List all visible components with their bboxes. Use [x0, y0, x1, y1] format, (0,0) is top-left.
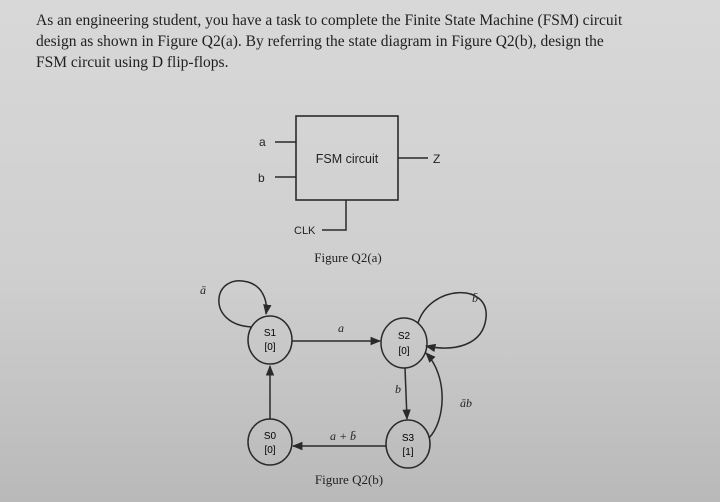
transition-s3-s2	[425, 352, 443, 439]
fsm-circuit-label: FSM circuit	[316, 152, 379, 166]
state-s3	[385, 419, 431, 469]
figure-q2b-caption: Figure Q2(b)	[315, 472, 383, 487]
state-s0	[247, 418, 293, 466]
input-a-label: a	[259, 135, 266, 149]
output-z-label: Z	[433, 152, 440, 166]
transition-s2-s3	[402, 367, 411, 421]
state-s0-name: S0	[264, 431, 277, 442]
figure-q2a: FSM circuit a b Z CLK Figure Q2(a)	[258, 115, 440, 265]
transition-s1-self-label: ā	[200, 283, 206, 297]
state-s1	[247, 315, 293, 365]
transition-s2-self	[417, 292, 487, 353]
state-s2-output: [0]	[398, 346, 409, 357]
figure-q2a-caption: Figure Q2(a)	[314, 250, 382, 265]
state-s2-name: S2	[398, 331, 411, 342]
transition-s1-s2-label: a	[338, 321, 344, 335]
question-line-1: As an engineering student, you have a ta…	[36, 12, 623, 29]
state-s3-name: S3	[402, 433, 415, 444]
state-s1-output: [0]	[264, 342, 275, 353]
transition-s2-s3-label: b	[395, 382, 401, 396]
clock-label: CLK	[294, 225, 316, 237]
figure-q2b: S1 [0] S2 [0] S0 [0] S3 [1] ā a b̄ b ā…	[200, 280, 487, 487]
transition-s3-s2-label: āb	[460, 396, 472, 410]
transition-s1-self	[218, 280, 272, 328]
question-line-3: FSM circuit using D flip-flops.	[36, 54, 229, 71]
question-line-2: design as shown in Figure Q2(a). By refe…	[36, 33, 604, 50]
state-s2	[380, 317, 428, 369]
state-s1-name: S1	[264, 328, 277, 339]
question-text: As an engineering student, you have a ta…	[36, 10, 686, 73]
transition-s2-self-label: b̄	[472, 291, 478, 305]
transition-s3-s0-label: a + b̄	[330, 429, 356, 443]
clock-wire	[322, 200, 347, 231]
input-b-label: b	[258, 171, 265, 185]
state-s0-output: [0]	[264, 445, 275, 456]
state-s3-output: [1]	[402, 447, 413, 458]
